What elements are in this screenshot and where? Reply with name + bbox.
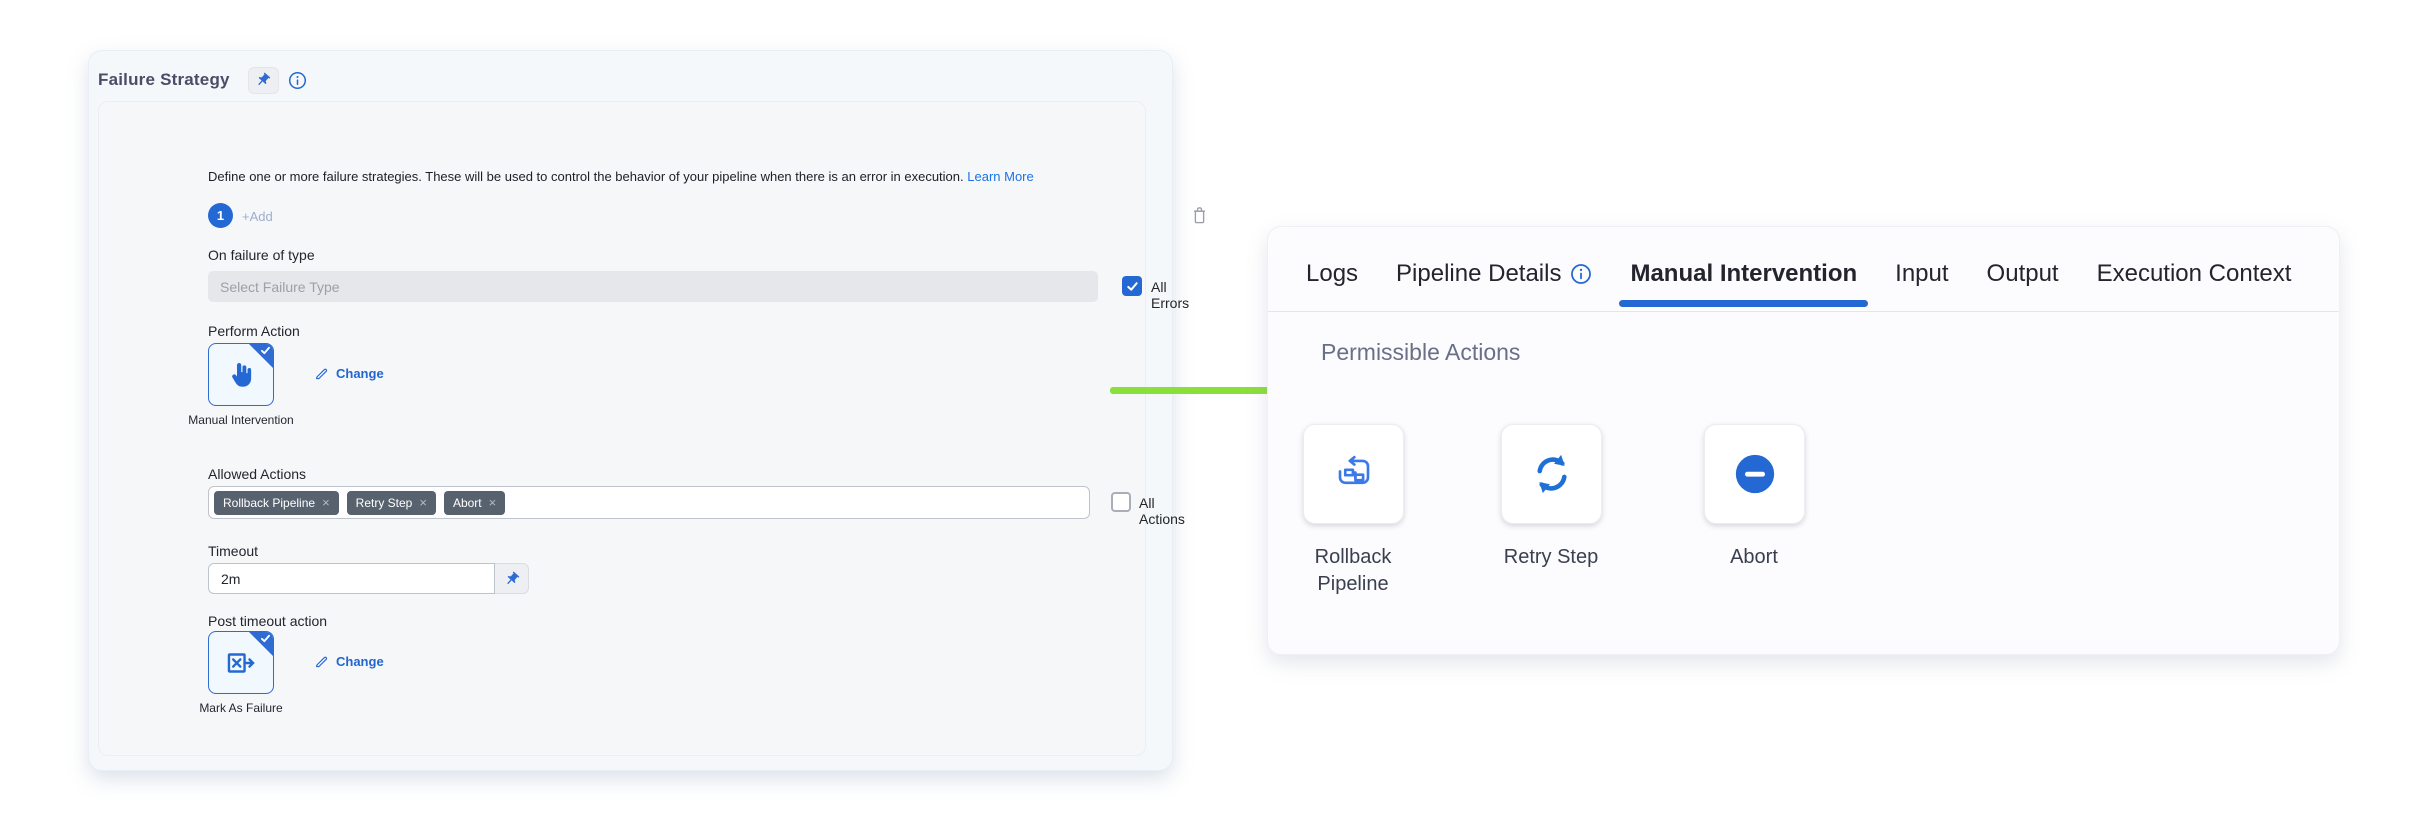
tag-retry-step[interactable]: Retry Step × [346,490,436,515]
mark-as-failure-icon [227,652,255,673]
retry-step-label: Retry Step [1503,546,1599,568]
tab-bar: Logs Pipeline Details Manual Interventio… [1268,227,2339,312]
strategy-index-badge[interactable]: 1 [208,203,233,228]
pin-icon [258,72,271,85]
manual-intervention-icon [232,362,252,387]
all-actions-label: All Actions [1139,495,1185,527]
pencil-icon [315,656,328,668]
tab-logs[interactable]: Logs [1306,260,1359,287]
mark-as-failure-tile[interactable] [208,631,274,694]
timeout-pin-button[interactable] [495,563,529,594]
all-errors-label: All Errors [1151,279,1190,311]
trash-icon [1193,207,1206,224]
panel-title: Failure Strategy [98,70,230,89]
add-strategy-button[interactable]: +Add [242,209,273,224]
abort-card[interactable] [1704,424,1805,524]
tab-manual-intervention[interactable]: Manual Intervention [1619,237,1869,311]
tag-abort[interactable]: Abort × [443,490,506,515]
failure-type-select[interactable] [208,271,1098,302]
tab-execution-context[interactable]: Execution Context [2096,260,2292,287]
tag-rollback-pipeline[interactable]: Rollback Pipeline × [214,490,339,515]
tab-input[interactable]: Input [1895,260,1949,287]
perform-action-label: Perform Action [208,323,300,339]
timeout-field-group [208,563,529,594]
rollback-pipeline-card[interactable] [1303,424,1404,524]
failure-strategy-panel: Failure Strategy Define one or more fail… [88,50,1206,771]
selected-check-icon [261,346,270,355]
learn-more-link[interactable]: Learn More [967,169,1034,184]
rollback-pipeline-icon [1338,455,1369,485]
change-post-timeout-link[interactable]: Change [314,654,384,669]
allowed-actions-label: Allowed Actions [208,466,307,482]
annotation-arrow-line [1110,387,1297,394]
all-errors-checkbox[interactable] [1122,276,1142,296]
pencil-icon [315,368,328,380]
timeout-input[interactable] [208,563,495,594]
timeout-label: Timeout [208,543,259,559]
on-failure-of-type-label: On failure of type [208,247,315,263]
allowed-actions-input[interactable]: Rollback Pipeline × Retry Step × Abort × [208,486,1090,519]
check-icon [1126,281,1138,291]
failure-strategy-header: Failure Strategy [98,61,307,99]
selected-check-icon [261,634,270,643]
post-timeout-action-label: Post timeout action [208,613,328,629]
permissible-actions-title: Permissible Actions [1321,339,1521,365]
delete-strategy-button[interactable] [1190,205,1209,231]
abort-label: Abort [1730,546,1778,568]
remove-tag-icon[interactable]: × [488,495,497,510]
pin-button[interactable] [247,66,279,94]
abort-icon [1735,454,1774,494]
manual-intervention-panel: Logs Pipeline Details Manual Interventio… [1267,226,2340,655]
active-tab-underline [1619,300,1869,307]
info-icon[interactable] [288,71,307,90]
retry-icon [1536,454,1567,494]
rollback-pipeline-label: Rollback Pipeline [1314,546,1392,595]
remove-tag-icon[interactable]: × [322,495,330,510]
perform-action-caption: Manual Intervention [188,413,294,427]
change-action-link[interactable]: Change [314,366,384,381]
info-icon [1571,264,1592,284]
remove-tag-icon[interactable]: × [419,495,427,510]
strategy-description: Define one or more failure strategies. T… [208,169,1034,184]
pin-icon [506,571,519,584]
all-actions-checkbox[interactable] [1111,492,1131,512]
post-timeout-caption: Mark As Failure [199,701,283,715]
tab-pipeline-details[interactable]: Pipeline Details [1396,237,1592,311]
tab-output[interactable]: Output [1986,260,2059,287]
retry-step-card[interactable] [1501,424,1602,524]
manual-intervention-tile[interactable] [208,343,274,406]
